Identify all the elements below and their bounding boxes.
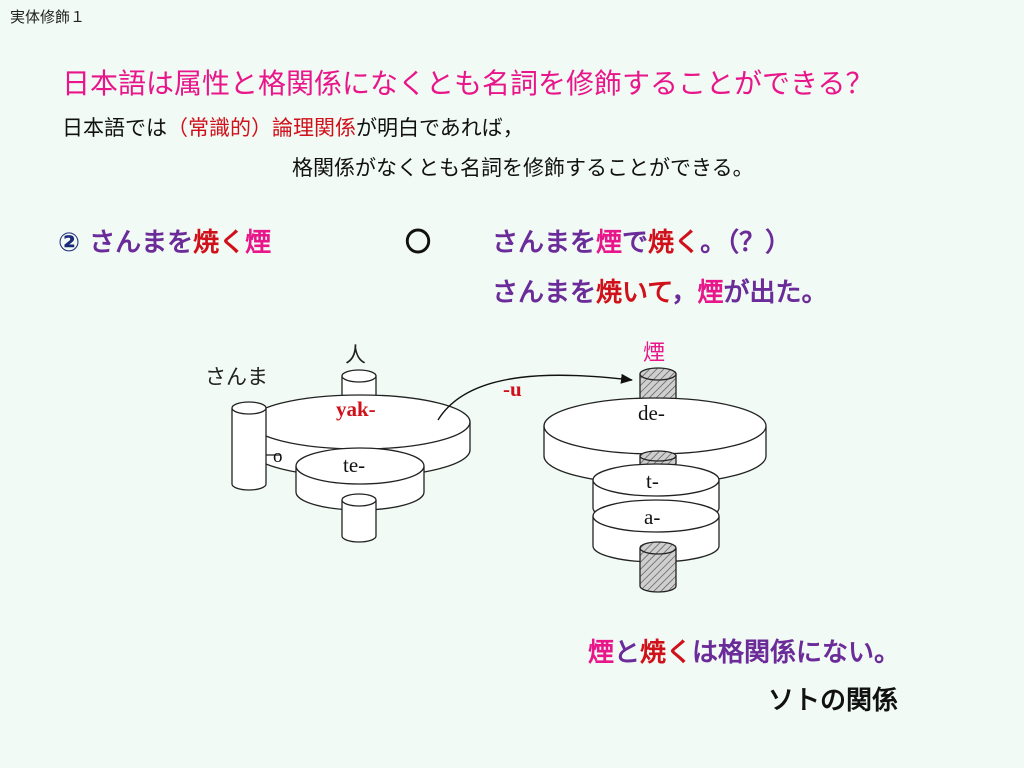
right-bottom-peg <box>639 541 677 593</box>
explanation-line-1: 日本語では（常識的）論理関係が明白であれば， <box>62 112 524 142</box>
example-right1-segment: 。（？） <box>700 228 792 258</box>
example-right1-segment: さんまを <box>492 228 597 258</box>
line2-open-paren: （ <box>167 116 188 140</box>
left-cylinder-stack <box>231 369 471 543</box>
right-top-peg <box>639 367 677 403</box>
label-te: te- <box>343 453 365 477</box>
left-middle-disk <box>295 447 425 511</box>
example-left: ② さんまを焼く煙 <box>58 222 271 259</box>
example-right-line-2: さんまを焼いて，煙が出た。 <box>492 272 827 309</box>
label-o: o <box>273 446 283 467</box>
conclusion-segment: 焼く <box>640 638 693 668</box>
example-left-segment: さんまを <box>89 228 194 258</box>
example-right2-segment: 焼いて <box>596 278 672 308</box>
example-right2-segment: が出た。 <box>723 278 828 308</box>
example-right2-segment: ， <box>671 278 698 308</box>
conclusion-segment: 煙 <box>588 638 615 668</box>
conclusion-segment: は格関係にない。 <box>692 638 901 668</box>
example-right1-segment: 焼く <box>648 228 701 258</box>
slide-title: 日本語は属性と格関係になくとも名詞を修飾することができる？ <box>62 67 874 100</box>
example-left-segment: 焼く <box>193 228 246 258</box>
left-side-pipe <box>231 401 267 491</box>
relation-arrow <box>437 373 633 421</box>
label-sanma: さんま <box>205 365 268 389</box>
example-mark: 〇 <box>405 228 432 258</box>
left-bottom-peg <box>341 493 377 543</box>
conclusion-segment: と <box>614 638 641 668</box>
label-kemuri: 煙 <box>643 341 665 366</box>
label-u: -u <box>503 377 522 401</box>
label-hito: 人 <box>345 343 366 367</box>
right-cylinder-stack <box>543 367 767 593</box>
label-de: de- <box>638 401 665 425</box>
conclusion-line: 煙と焼くは格関係にない。 <box>588 632 900 669</box>
label-t: t- <box>646 469 659 493</box>
line2-suffix: が明白であれば， <box>356 116 524 140</box>
example-left-segment: 煙 <box>245 228 272 258</box>
line2-prefix: 日本語では <box>62 116 167 140</box>
explanation-line-2: 格関係がなくとも名詞を修飾することができる。 <box>292 156 754 180</box>
example-right1-segment: で <box>622 228 649 258</box>
label-yak: yak- <box>336 397 376 421</box>
soto-relation-label: ソトの関係 <box>768 686 899 716</box>
example-right2-segment: さんまを <box>492 278 597 308</box>
example-number: ② <box>58 228 81 258</box>
slide-header: 実体修飾１ <box>10 8 86 26</box>
line2-highlight: 常識的）論理関係 <box>188 116 356 140</box>
example-right-line-1: さんまを煙で焼く。（？） <box>492 222 791 259</box>
example-right1-segment: 煙 <box>596 228 623 258</box>
example-left-phrase: さんまを焼く煙 <box>89 228 271 258</box>
example-right2-segment: 煙 <box>697 278 724 308</box>
label-a: a- <box>644 505 660 529</box>
